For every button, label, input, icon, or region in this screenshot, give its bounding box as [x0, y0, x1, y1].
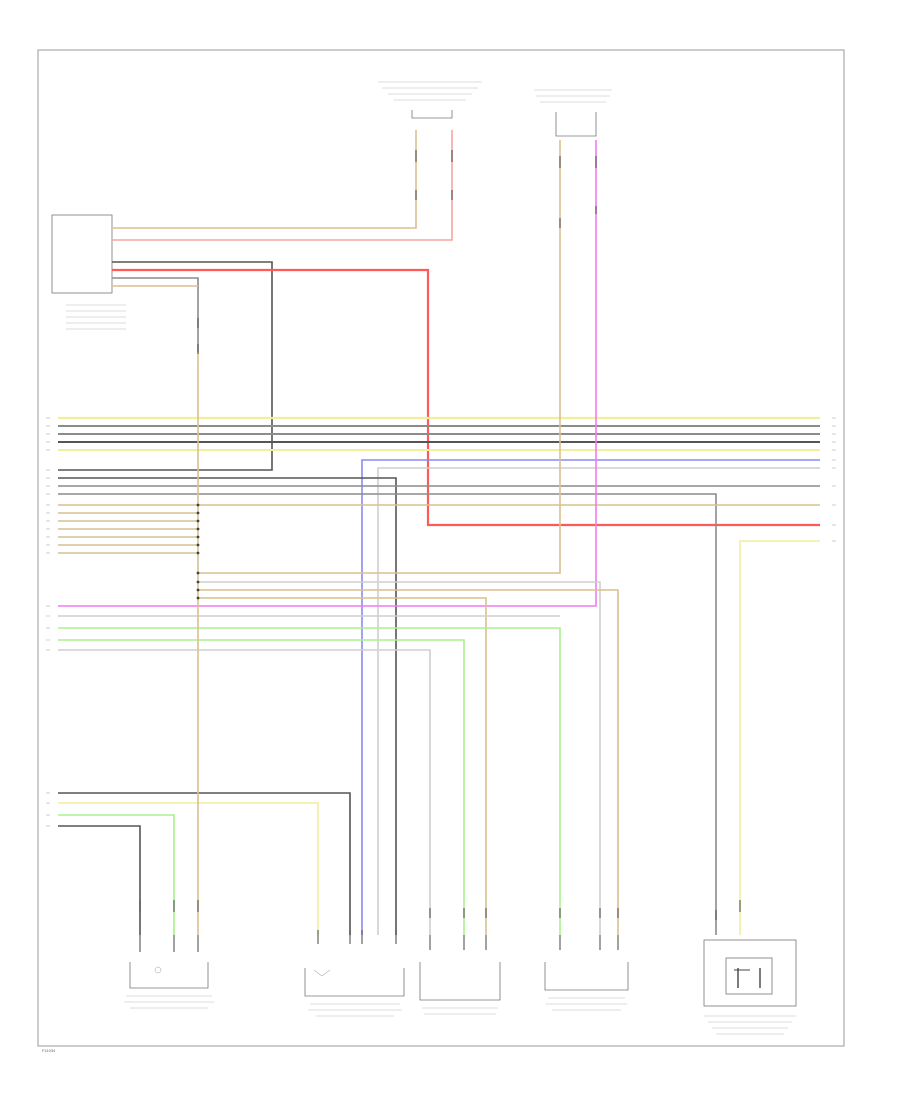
wire-pink-top [112, 130, 453, 241]
wire-yellow-right [739, 540, 820, 935]
right-pin-marks [832, 417, 836, 542]
wire-dark-bottom-1 [58, 792, 351, 935]
wire-green-bottom [58, 814, 175, 935]
top-sensor-connector [378, 81, 482, 119]
wire-blue [361, 459, 820, 935]
wire-tan-top [112, 130, 417, 229]
bottom-component-5 [703, 939, 797, 1035]
wire-gray-4 [58, 493, 717, 935]
wire-tan-right-2 [198, 589, 619, 935]
wire-gray-module [112, 277, 199, 352]
wire-tan-right-3 [198, 597, 487, 935]
bottom-component-1 [124, 962, 214, 1009]
wires [58, 130, 820, 935]
wire-red-main [112, 268, 820, 527]
wire-dark-module [58, 261, 273, 471]
passenger-occupant-module [51, 214, 126, 330]
wire-lightgray-right [198, 581, 601, 935]
diagram-frame [37, 49, 845, 1047]
page-code: F11034 [42, 1048, 56, 1053]
wire-lightgray-1 [377, 467, 820, 935]
left-pin-marks [46, 417, 50, 827]
wire-dark-2 [58, 477, 397, 935]
wire-yellow-bottom [58, 802, 319, 935]
wire-green-2 [58, 639, 465, 935]
bottom-component-4 [544, 962, 629, 1011]
wire-tan-right-module [198, 140, 561, 574]
splice-dots [196, 503, 200, 600]
bottom-component-3 [419, 962, 501, 1015]
wire-green-1 [58, 627, 561, 935]
wire-lightgray-3 [58, 649, 431, 935]
bottom-component-2 [304, 968, 405, 1017]
top-right-sensor-connector [534, 89, 612, 137]
connector-ticks [139, 150, 741, 952]
wire-dark-bottom-2 [58, 825, 141, 935]
wire-magenta [58, 140, 597, 607]
